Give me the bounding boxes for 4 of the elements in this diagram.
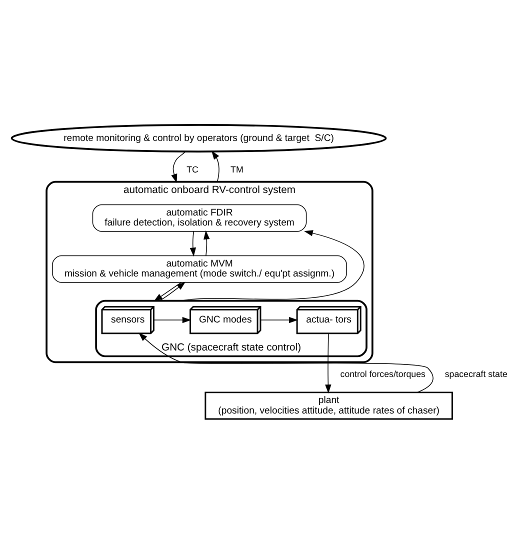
edge-label: control forces/torques [340, 369, 426, 379]
edge-label: TM [230, 164, 244, 174]
edge-label: spacecraft state [444, 369, 508, 379]
edge-label: TC [186, 164, 198, 174]
